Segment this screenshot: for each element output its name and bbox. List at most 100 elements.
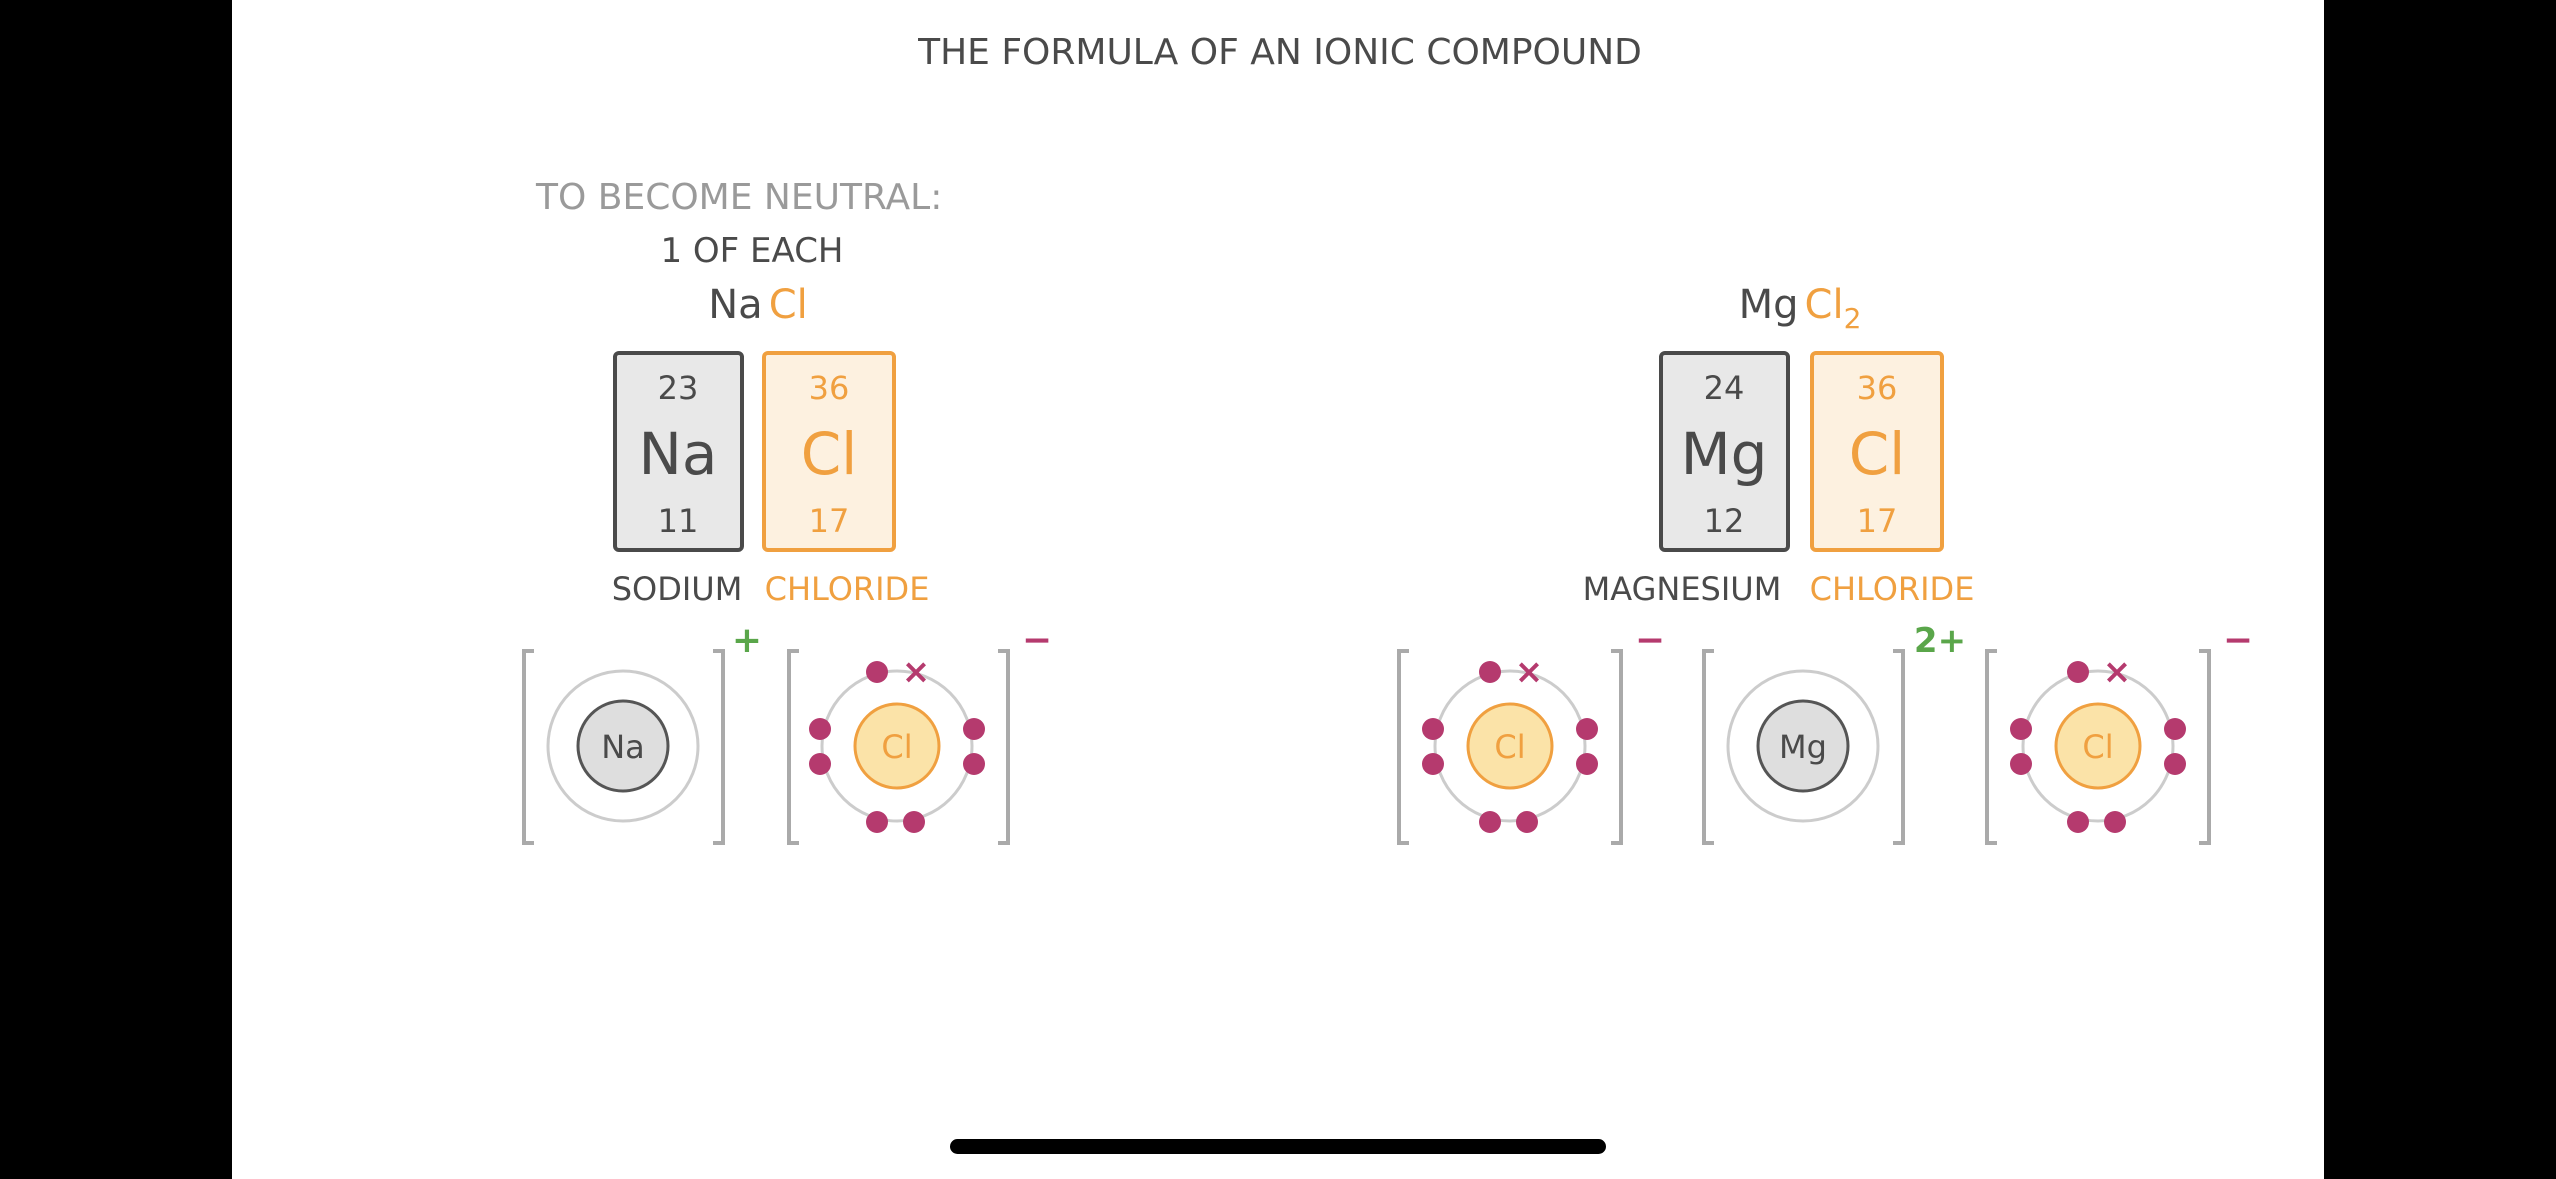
magnesium-ion-nucleus [1756, 699, 1850, 793]
electron [2164, 718, 2186, 740]
sodium-ion-symbol: Na [601, 728, 645, 766]
electron [866, 661, 888, 683]
chlorine-element-card-2: 36 Cl 17 [1810, 351, 1944, 552]
chloride-ion-left-right-bracket [1611, 649, 1623, 845]
chlorine-card-frame-2 [1810, 351, 1944, 552]
nacl-formula-nonmetal: Cl [769, 282, 808, 328]
chlorine-card-symbol-2: Cl [1849, 420, 1906, 488]
electron [1516, 811, 1538, 833]
magnesium-ion-left-bracket [1702, 649, 1714, 845]
chloride-ion-left-electrons [1422, 661, 1598, 833]
sodium-ion-left-bracket [522, 649, 534, 845]
chloride-ion-right-bracket [998, 649, 1010, 845]
chlorine-card-frame [762, 351, 896, 552]
chloride-name-label: CHLORIDE [765, 570, 930, 608]
electron [2010, 753, 2032, 775]
electron [866, 811, 888, 833]
magnesium-mass-number: 24 [1704, 369, 1745, 407]
electron [1576, 753, 1598, 775]
mgcl2-formula-metal: Mg [1739, 282, 1799, 328]
sodium-ion-charge: + [732, 620, 762, 661]
content-panel [232, 0, 2324, 1179]
chlorine-card-symbol: Cl [801, 420, 858, 488]
chloride-ion-gained-electron: × [902, 652, 931, 692]
sodium-mass-number: 23 [658, 369, 699, 407]
electron [2010, 718, 2032, 740]
chloride-ion-left-bracket [787, 649, 799, 845]
mgcl2-formula-nonmetal: Cl [1805, 282, 1844, 328]
chloride-ion-left-nucleus [1466, 702, 1554, 790]
electron [963, 718, 985, 740]
neutral-intro-label: TO BECOME NEUTRAL: [535, 177, 942, 218]
chloride-ion: Cl × − [787, 620, 1052, 845]
magnesium-card-frame [1659, 351, 1790, 552]
chlorine-mass-number-2: 36 [1857, 369, 1898, 407]
chloride-ion-right-outer-shell [2021, 669, 2175, 823]
chlorine-atomic-number-2: 17 [1857, 502, 1898, 540]
chloride-ion-left-left-bracket [1397, 649, 1409, 845]
mgcl2-formula-subscript: 2 [1844, 302, 1862, 335]
chloride-ion-right-electrons [2010, 661, 2186, 833]
nacl-formula-metal: Na [708, 282, 762, 328]
chlorine-mass-number: 36 [809, 369, 850, 407]
chloride-ion-right-charge: − [2223, 620, 2253, 661]
electron [2104, 811, 2126, 833]
chlorine-atomic-number: 17 [809, 502, 850, 540]
chloride-ion-left-gained-electron: × [1515, 652, 1544, 692]
chloride-ion-electrons [809, 661, 985, 833]
electron [2067, 811, 2089, 833]
electron [963, 753, 985, 775]
magnesium-ion-symbol: Mg [1779, 728, 1827, 766]
chloride-ion-right-gained-electron: × [2103, 652, 2132, 692]
electron [1422, 718, 1444, 740]
electron [1479, 661, 1501, 683]
electron [2067, 661, 2089, 683]
magnesium-card-symbol: Mg [1681, 420, 1768, 488]
page-title: THE FORMULA OF AN IONIC COMPOUND [917, 32, 1642, 73]
chloride-ion-right-symbol: Cl [2082, 728, 2113, 766]
sodium-name-label: SODIUM [612, 570, 743, 608]
electron [809, 718, 831, 740]
magnesium-name-label: MAGNESIUM [1583, 570, 1782, 608]
sodium-element-card: 23 Na 11 [613, 351, 744, 552]
sodium-card-frame [613, 351, 744, 552]
chloride-ion-left: Cl × − [1397, 620, 1665, 845]
chloride-ion-right: Cl × − [1985, 620, 2253, 845]
chloride-ion-left-outer-shell [1433, 669, 1587, 823]
magnesium-ion-right-bracket [1893, 649, 1905, 845]
magnesium-atomic-number: 12 [1704, 502, 1745, 540]
sodium-ion-right-bracket [713, 649, 725, 845]
ratio-label: 1 OF EACH [660, 231, 843, 271]
chloride-ion-charge: − [1022, 620, 1052, 661]
magnesium-element-card: 24 Mg 12 [1659, 351, 1790, 552]
electron [1422, 753, 1444, 775]
sodium-ion: Na + [522, 620, 762, 845]
magnesium-ion-outer-shell [1726, 669, 1880, 823]
chloride-ion-symbol: Cl [881, 728, 912, 766]
chloride-ion-left-symbol: Cl [1494, 728, 1525, 766]
electron [903, 811, 925, 833]
chlorine-element-card: 36 Cl 17 [762, 351, 896, 552]
electron [2164, 753, 2186, 775]
chloride-ion-right-right-bracket [2199, 649, 2211, 845]
electron [809, 753, 831, 775]
chloride-name-label-2: CHLORIDE [1810, 570, 1975, 608]
magnesium-ion-charge: 2+ [1914, 621, 1966, 661]
sodium-ion-nucleus [576, 699, 670, 793]
sodium-card-symbol: Na [639, 420, 718, 488]
chloride-ion-right-left-bracket [1985, 649, 1997, 845]
chloride-ion-outer-shell [820, 669, 974, 823]
electron [1479, 811, 1501, 833]
sodium-atomic-number: 11 [658, 502, 699, 540]
chloride-ion-right-nucleus [2054, 702, 2142, 790]
electron [1576, 718, 1598, 740]
magnesium-ion: Mg 2+ [1702, 621, 1966, 845]
chloride-ion-left-charge: − [1635, 620, 1665, 661]
home-indicator-bar[interactable] [950, 1139, 1606, 1154]
chloride-ion-nucleus [853, 702, 941, 790]
